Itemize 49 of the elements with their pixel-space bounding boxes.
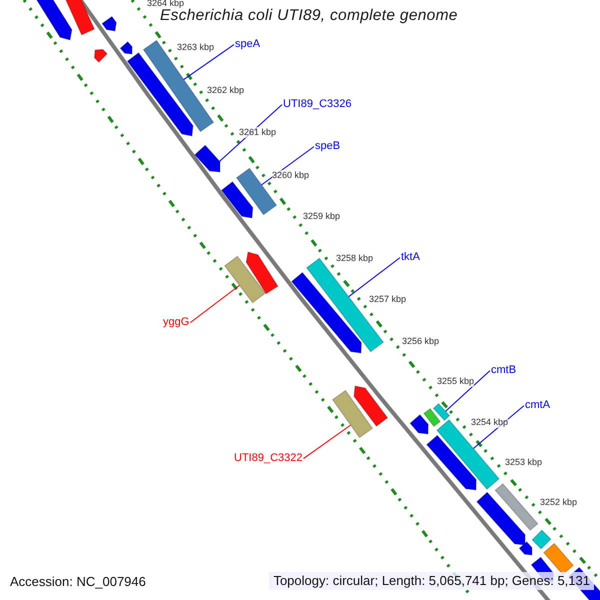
position-label: 3261 kbp (239, 127, 276, 138)
position-label: 3257 kbp (369, 294, 406, 305)
gene-bar (432, 403, 450, 421)
position-label: 3252 kbp (540, 497, 578, 508)
gene-bar (291, 272, 362, 354)
gene-bar (426, 434, 477, 490)
gene-bar (120, 41, 132, 54)
gene-label: speB (315, 140, 340, 154)
gene-label: UTI89_C3322 (234, 452, 302, 466)
gene-bar (354, 386, 388, 427)
position-label: 3256 kbp (402, 336, 440, 347)
gene-bar (224, 256, 266, 304)
gene-bar (34, 0, 72, 40)
position-label: 3263 kbp (177, 42, 214, 53)
gene-bar (332, 390, 374, 438)
gene-label: tktA (401, 251, 420, 264)
gene-bar (423, 408, 441, 427)
gene-bar (94, 48, 108, 63)
leader-line (183, 44, 234, 80)
position-label: 3258 kbp (336, 253, 374, 264)
gene-bar (410, 414, 429, 434)
gene-bar (476, 492, 526, 546)
position-label: 3253 kbp (505, 457, 542, 468)
leader-line (190, 284, 240, 324)
gene-label: speA (235, 38, 260, 52)
gene-bar (126, 52, 194, 136)
leader-line (348, 257, 400, 298)
leader-line (303, 424, 352, 460)
leader-line (445, 370, 490, 412)
gene-bar (532, 530, 552, 550)
gene-label: cmtA (525, 399, 550, 412)
gene-label: yggG (163, 316, 190, 330)
position-label: 3262 kbp (207, 85, 244, 96)
genome-info-text: Topology: circular; Length: 5,065,741 bp; Genes: 5,131 (269, 572, 594, 590)
position-label: 3259 kbp (303, 211, 340, 222)
map-title: Escherichia coli UTI89, complete genome (160, 7, 458, 26)
gene-bar (246, 252, 278, 294)
gene-label: cmtB (491, 364, 516, 378)
gene-bar (102, 16, 117, 32)
gene-label: UTI89_C3326 (283, 98, 352, 112)
gene-bar (518, 541, 532, 556)
gene-bar (220, 181, 254, 218)
gene-bar (194, 144, 220, 172)
gene-bar (63, 0, 95, 36)
position-label: 3260 kbp (272, 170, 310, 181)
gene-bar (494, 483, 538, 531)
position-label: 3255 kbp (437, 376, 474, 387)
position-label: 3254 kbp (471, 417, 508, 428)
accession-text: Accession: NC_007946 (10, 574, 146, 590)
